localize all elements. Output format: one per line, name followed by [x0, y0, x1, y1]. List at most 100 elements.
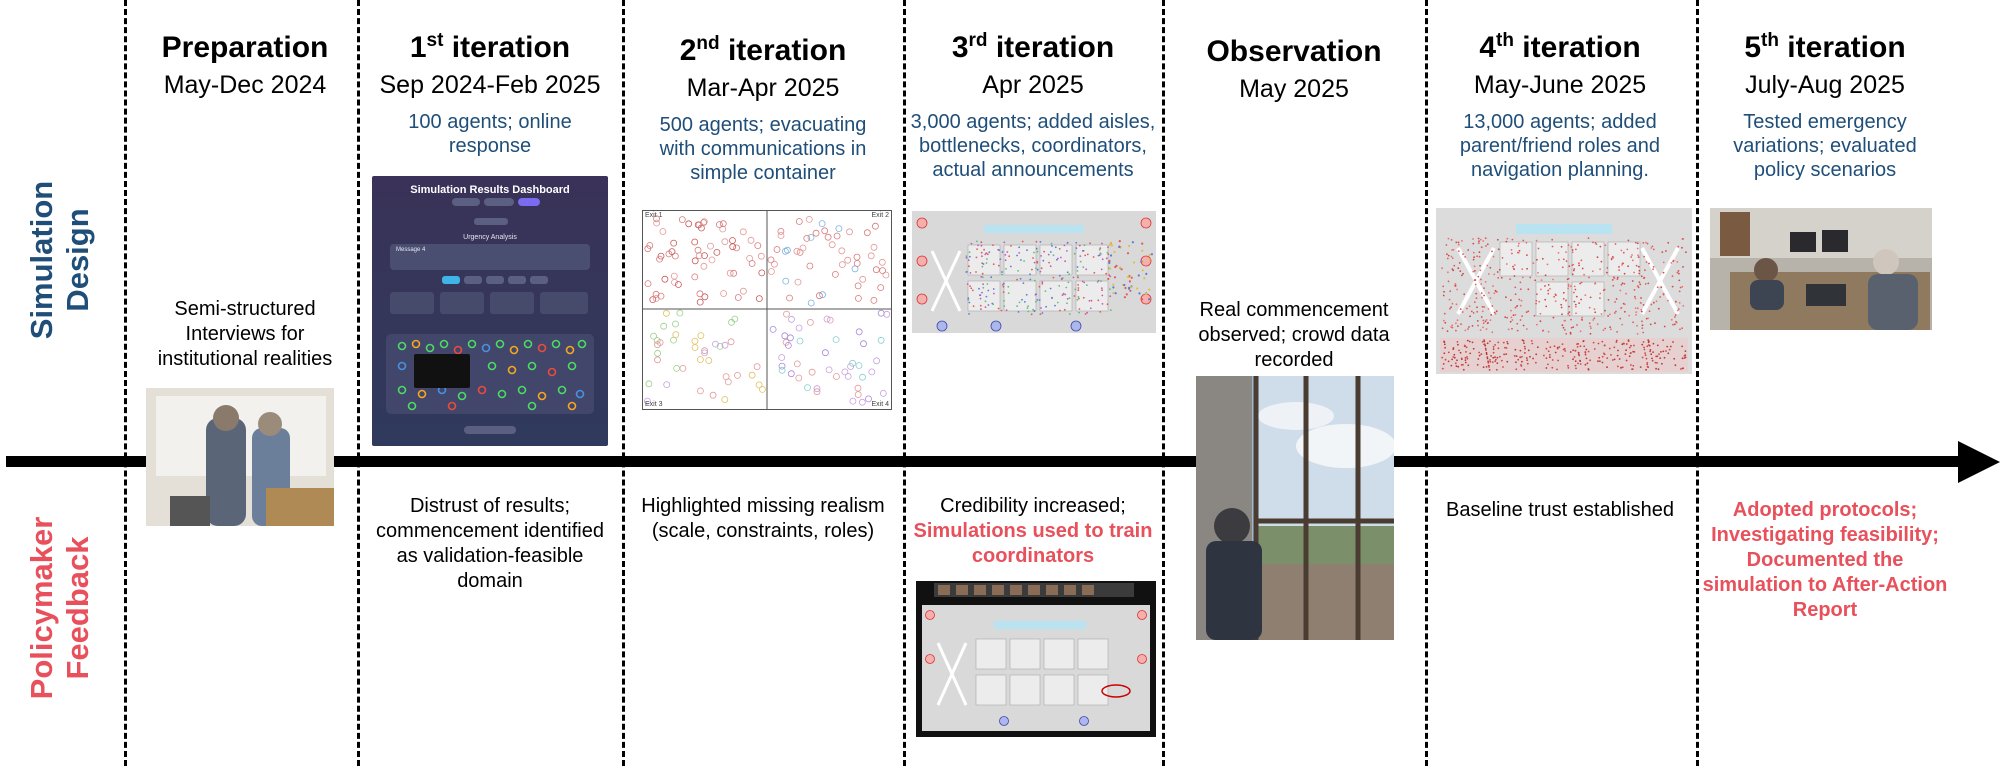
agent-dot	[1472, 258, 1475, 261]
agent-dot	[1492, 348, 1495, 350]
agent-dot	[982, 286, 985, 289]
agent-dot	[1450, 306, 1452, 308]
agent-dot	[1505, 353, 1508, 355]
agent-dot	[970, 242, 973, 245]
agent-dot	[1454, 362, 1457, 365]
agent-dot	[1453, 353, 1456, 356]
agent-dot	[1492, 356, 1495, 359]
agent-dot	[1083, 281, 1086, 284]
agent-dot	[984, 306, 987, 308]
agent-dot	[1520, 299, 1523, 302]
agent-dot	[1509, 278, 1511, 280]
agent-dot	[1512, 265, 1514, 268]
agent-dot	[1634, 295, 1636, 298]
agent-dot	[1472, 347, 1475, 350]
agent-dot	[1447, 280, 1450, 283]
agent-dot	[1519, 304, 1522, 307]
agent-dot	[712, 340, 719, 348]
agent-dot	[824, 233, 832, 241]
agent-dot	[1126, 252, 1130, 255]
agent-dot	[1490, 314, 1493, 316]
agent-dot	[965, 255, 968, 257]
agent-dot	[1445, 244, 1448, 246]
agent-dot	[1659, 296, 1661, 298]
agent-dot	[1615, 310, 1617, 313]
agent-dot	[975, 256, 978, 259]
agent-dot	[1465, 351, 1467, 353]
agent-dot	[707, 242, 714, 250]
agent-dot	[1661, 251, 1664, 253]
agent-dot	[979, 294, 982, 296]
agent-dot	[691, 257, 699, 265]
agent-dot	[1454, 285, 1457, 287]
agent-dot	[671, 279, 678, 286]
agent-dot	[1584, 353, 1587, 356]
agent-dot	[1593, 317, 1596, 320]
agent-dot	[1561, 313, 1563, 316]
agent-dot	[1562, 297, 1565, 300]
agent-dot	[1641, 320, 1643, 323]
agent-dot	[1624, 310, 1626, 313]
agent-dot	[1482, 366, 1485, 369]
agent-dot	[1656, 362, 1658, 364]
dashboard-message-label: Message 4	[396, 247, 426, 253]
agent-dot	[1632, 364, 1635, 367]
agent-dot	[1086, 311, 1088, 314]
agent-dot	[1020, 259, 1022, 261]
agent-dot	[1494, 360, 1497, 363]
coordinator-training-screenshot	[916, 581, 1156, 737]
agent-dot	[697, 332, 705, 339]
agent-dot	[1553, 295, 1555, 298]
agent-dot	[1148, 288, 1151, 291]
agent-dot	[1678, 279, 1681, 282]
phase-date: May-Dec 2024	[163, 71, 327, 99]
agent-dot	[1575, 367, 1577, 370]
agent-dot	[1537, 272, 1539, 274]
agent-dot	[1078, 311, 1080, 314]
agent-dot	[1101, 258, 1104, 261]
agent-dot	[1564, 299, 1567, 302]
agent-dot	[1482, 319, 1485, 322]
agent-dot	[1100, 287, 1103, 290]
agent-dot	[1636, 333, 1639, 335]
agent-dot	[1651, 245, 1654, 248]
phase-title: 4th iteration	[1479, 30, 1641, 64]
agent-dot	[1467, 249, 1470, 251]
agent-dot	[1034, 300, 1037, 303]
agent-dot	[1617, 349, 1619, 352]
agent-dot	[1501, 257, 1504, 259]
agent-dot	[1633, 271, 1635, 274]
agent-dot	[1541, 257, 1544, 260]
agent-dot	[1669, 345, 1672, 348]
agent-dot	[733, 244, 740, 252]
agent-dot	[1558, 258, 1560, 261]
agent-dot	[1510, 316, 1513, 319]
agent-dot	[1567, 312, 1570, 315]
agent-dot	[1658, 353, 1660, 355]
agent-dot	[1519, 281, 1522, 284]
agent-dot	[1506, 360, 1509, 363]
agent-dot	[1487, 364, 1490, 367]
agent-dot	[1547, 330, 1550, 333]
agent-dot	[1487, 361, 1490, 364]
agent-dot	[1479, 269, 1482, 272]
agent-dot	[1615, 339, 1618, 342]
agent-dot	[977, 244, 979, 247]
agent-dot	[691, 273, 699, 281]
agent-dot	[1003, 300, 1005, 302]
agent-dot	[1644, 352, 1646, 354]
agent-dot	[1500, 276, 1503, 279]
phase-description: 13,000 agents; added parent/friend roles…	[1459, 111, 1661, 181]
agent-dot	[1635, 264, 1638, 267]
agent-dot	[709, 391, 717, 399]
feedback-text: Credibility increased;	[940, 495, 1126, 517]
agent-dot	[1676, 271, 1679, 274]
agent-dot	[1455, 322, 1457, 325]
agent-dot	[1616, 354, 1619, 357]
agent-dot	[1064, 293, 1067, 296]
agent-dot	[1511, 319, 1514, 321]
agent-dot	[1638, 281, 1641, 284]
agent-dot	[1062, 292, 1065, 295]
agent-dot	[1052, 276, 1055, 279]
agent-dot	[1495, 310, 1498, 313]
